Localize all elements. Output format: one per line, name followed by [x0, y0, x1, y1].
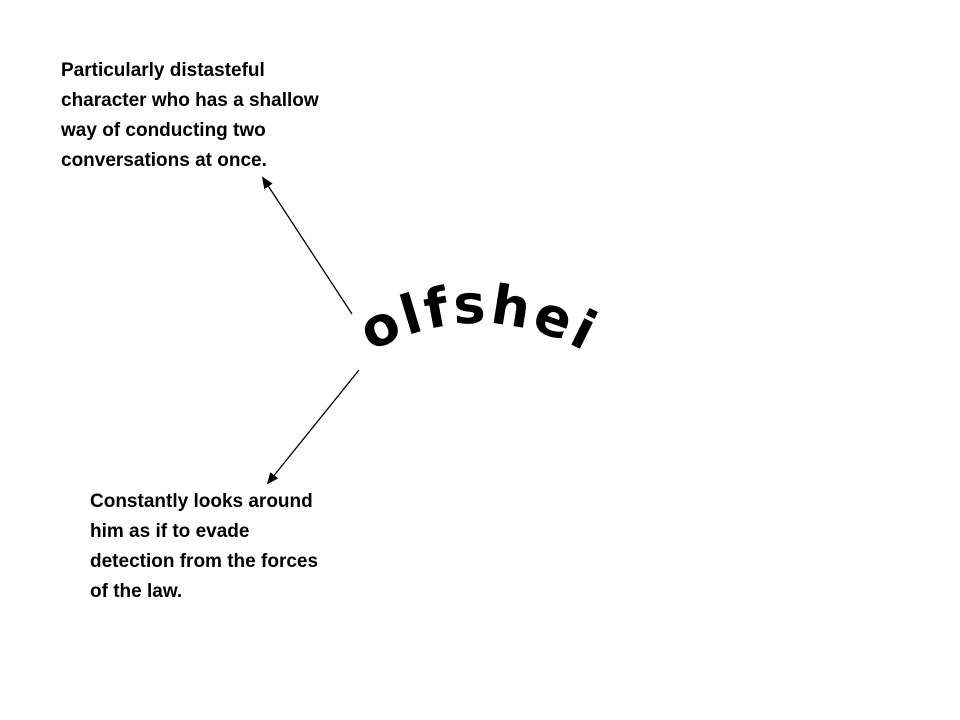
arrow-to-top-note — [261, 176, 353, 315]
note-bottom-line: him as if to evade — [90, 521, 250, 542]
note-top-line: conversations at once. — [61, 150, 267, 171]
note-bottom: Constantly looks around him as if to eva… — [90, 487, 390, 607]
note-top-line: Particularly distasteful — [61, 60, 265, 81]
note-bottom-line: Constantly looks around — [90, 491, 313, 512]
note-top: Particularly distasteful character who h… — [61, 56, 401, 176]
note-top-line: character who has a shallow — [61, 90, 319, 111]
note-bottom-line: of the law. — [90, 581, 183, 602]
note-top-line: way of conducting two — [61, 120, 266, 141]
arrow-to-bottom-note — [266, 369, 360, 485]
title-text-path: Wolfsheim — [0, 0, 606, 365]
title-text: Wolfsheim — [0, 0, 609, 364]
note-bottom-line: detection from the forces — [90, 551, 319, 572]
